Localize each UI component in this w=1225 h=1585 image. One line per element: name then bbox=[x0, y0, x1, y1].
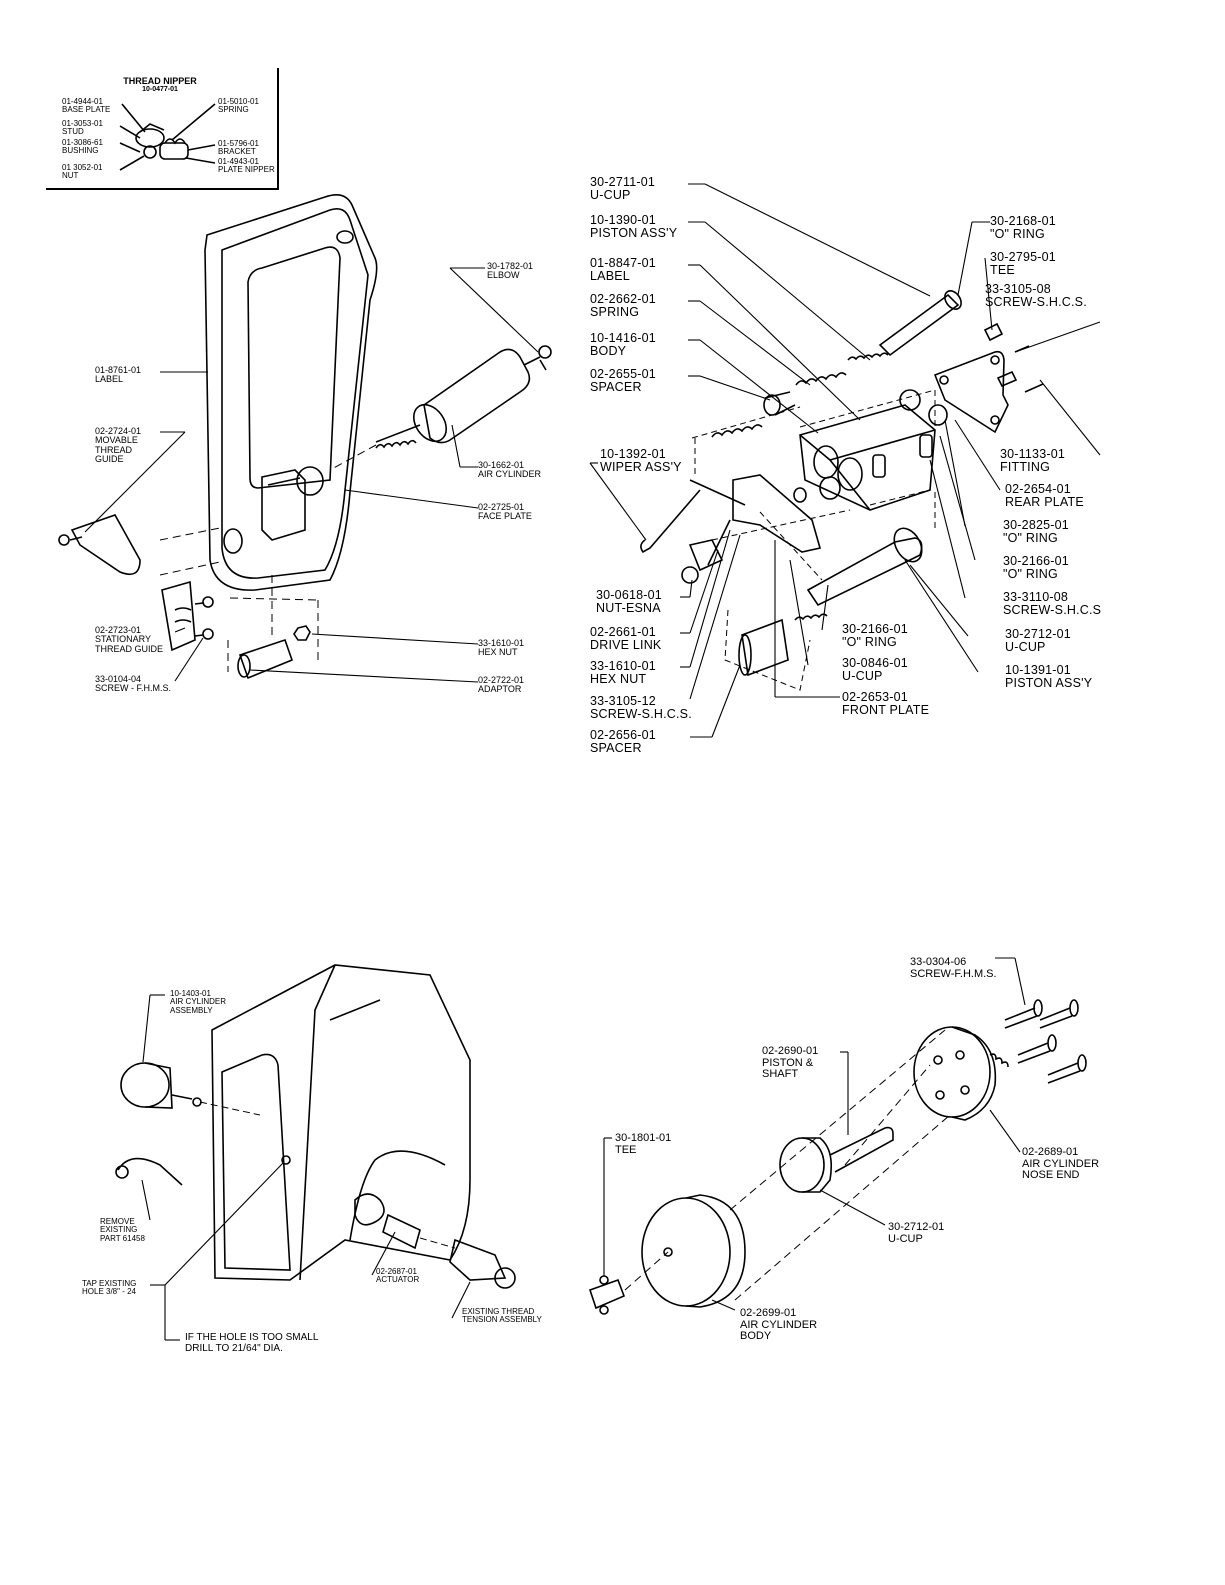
part-label: 30-2166-01"O" RING bbox=[842, 622, 908, 650]
wiper-assembly-drawing bbox=[589, 183, 1101, 738]
part-label: 30-2166-01"O" RING bbox=[1003, 554, 1069, 582]
thread-nipper-heading: THREAD NIPPER bbox=[123, 76, 197, 86]
part-label: 30-2825-01"O" RING bbox=[1003, 518, 1069, 546]
air-cylinder-drawing bbox=[588, 957, 1087, 1315]
thread-nipper-title: THREAD NIPPER 10-0477-01 bbox=[120, 76, 200, 93]
thread-nipper-drawing bbox=[119, 103, 216, 171]
thread-nipper-frame bbox=[46, 68, 279, 190]
thread-nipper-part-no: 10-0477-01 bbox=[142, 86, 178, 93]
face-plate-drawing bbox=[58, 194, 552, 683]
installation-drawing bbox=[115, 964, 516, 1341]
part-label: 30-2168-01"O" RING bbox=[990, 214, 1056, 242]
